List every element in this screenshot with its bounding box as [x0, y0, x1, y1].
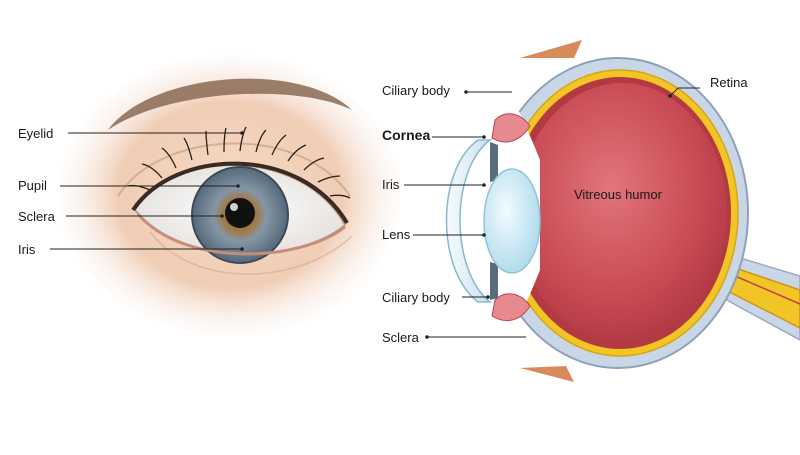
ciliary-body-bottom: [491, 293, 531, 322]
label-eyelid: Eyelid: [18, 126, 54, 141]
label-pupil: Pupil: [18, 178, 47, 193]
label-iris-section: Iris: [382, 177, 400, 192]
section-leaders: [404, 87, 700, 338]
ciliary-body-top: [491, 113, 531, 143]
label-ciliary-body-top: Ciliary body: [382, 83, 450, 98]
label-cornea: Cornea: [382, 127, 431, 143]
muscle-top: [520, 40, 582, 58]
iris-section-bottom: [490, 262, 498, 300]
label-retina: Retina: [710, 75, 748, 90]
muscle-bottom: [520, 366, 574, 382]
eyelashes: [127, 126, 351, 199]
cornea-shape: [445, 139, 493, 303]
label-sclera: Sclera: [18, 209, 55, 224]
eye-cross-section: [440, 40, 800, 385]
label-sclera-section: Sclera: [382, 330, 419, 345]
lens-shape: [483, 168, 541, 274]
vitreous-humor: [517, 83, 727, 343]
label-ciliary-body-bottom: Ciliary body: [382, 290, 450, 305]
external-pupil: [225, 198, 255, 228]
label-vitreous-humor: Vitreous humor: [574, 187, 662, 202]
label-lens: Lens: [382, 227, 411, 242]
external-leaders: [50, 132, 242, 250]
iris-section-top: [490, 142, 498, 182]
eyebrow: [108, 78, 352, 130]
external-eye-illustration: [60, 55, 400, 335]
label-iris: Iris: [18, 242, 36, 257]
